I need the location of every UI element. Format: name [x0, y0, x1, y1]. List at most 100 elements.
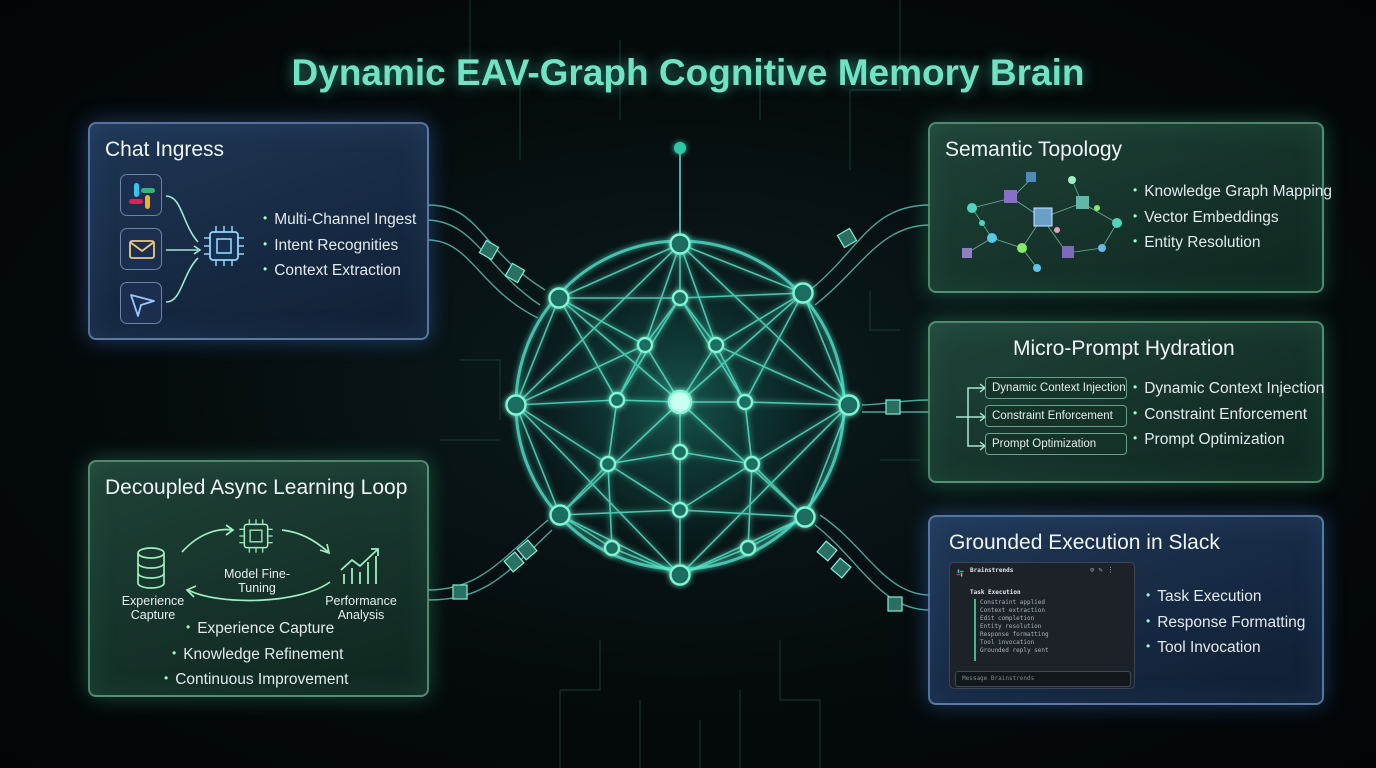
- brain-edge: [744, 292, 804, 403]
- brain-node: [669, 564, 691, 586]
- knowledge-graph-icon: [962, 172, 1122, 272]
- loop-arrows: [181, 524, 331, 602]
- brain-edge: [607, 399, 618, 465]
- brain-node: [669, 233, 691, 255]
- micro-prompt-title: Micro-Prompt Hydration: [1013, 337, 1235, 360]
- brain-edge: [611, 547, 681, 576]
- database-icon: [137, 547, 165, 589]
- brain-edge: [679, 292, 804, 299]
- slack-icon: [956, 569, 964, 577]
- slack-composer[interactable]: Message Brainstrends: [955, 671, 1131, 687]
- bullet: Constraint Enforcement: [1133, 406, 1324, 432]
- bullet: Entity Resolution: [1133, 234, 1332, 260]
- brain-edge: [679, 243, 850, 406]
- brain-edge: [744, 401, 850, 406]
- brain-edge: [644, 243, 681, 346]
- bullet: Multi-Channel Ingest: [263, 211, 416, 237]
- brain-node: [743, 455, 761, 473]
- analysis-label: Performance Analysis: [325, 594, 397, 622]
- brain-node: [671, 443, 689, 461]
- optimization-chip: Prompt Optimization: [985, 433, 1127, 455]
- brain-edge: [679, 404, 850, 576]
- diagram-title: Dynamic EAV-Graph Cognitive Memory Brain: [291, 52, 1085, 93]
- bullet: Response Formatting: [1146, 614, 1305, 640]
- brain-edge: [644, 297, 681, 346]
- brain-node: [838, 394, 860, 416]
- brain-edge: [607, 463, 681, 511]
- brain-edge: [515, 399, 618, 406]
- chat-ingress-bullets: Multi-Channel Ingest Intent Recognities …: [263, 211, 416, 288]
- semantic-topology-bullets: Knowledge Graph Mapping Vector Embedding…: [1133, 183, 1332, 260]
- slack-line: Edit completion: [980, 615, 1035, 622]
- brain-node: [736, 393, 754, 411]
- constraint-chip: Constraint Enforcement: [985, 405, 1127, 427]
- model-label: Model Fine-Tuning: [224, 567, 290, 595]
- bullet: Context Extraction: [263, 262, 416, 288]
- slack-header-icons: ⊙ ✎ ⋮: [1090, 566, 1114, 574]
- brain-edge: [747, 516, 806, 549]
- brain-edge: [744, 401, 753, 465]
- slack-line: Context extraction: [980, 607, 1046, 614]
- bullet: Task Execution: [1146, 588, 1305, 614]
- bullet: Knowledge Graph Mapping: [1133, 183, 1332, 209]
- brain-node: [603, 539, 621, 557]
- brain-node: [549, 504, 571, 526]
- micro-prompt-panel: Micro-Prompt Hydration Dynamic Context I…: [928, 321, 1324, 483]
- learning-loop-bullets: Experience Capture Knowledge Refinement …: [172, 620, 348, 697]
- mail-icon: [120, 228, 162, 270]
- brain-edge: [715, 344, 746, 403]
- brain-edge: [515, 344, 646, 406]
- brain-edge: [679, 292, 804, 403]
- brain-edge: [804, 404, 850, 518]
- bullet: Prompt Optimization: [1133, 431, 1324, 457]
- brain-node: [671, 501, 689, 519]
- slack-icon: [120, 174, 162, 216]
- bullet: Intent Recognities: [263, 237, 416, 263]
- chart-growth-icon: [340, 548, 379, 584]
- slack-message-title: Task Execution: [970, 589, 1021, 596]
- chip-icon: [204, 226, 244, 266]
- slack-line: Constraint applied: [980, 599, 1046, 606]
- brain-edge: [515, 404, 561, 516]
- brain-edge: [515, 243, 681, 406]
- brain-edge: [679, 463, 753, 511]
- brain-edge: [679, 243, 804, 294]
- brain-edge: [802, 292, 850, 406]
- grounded-execution-title: Grounded Execution in Slack: [949, 531, 1220, 554]
- brain-edge: [559, 514, 681, 576]
- slack-app-name: Brainstrends: [970, 567, 1014, 574]
- brain-edge: [679, 401, 806, 518]
- brain-edge: [515, 297, 560, 406]
- brain-node: [667, 389, 693, 415]
- brain-edge: [559, 401, 681, 516]
- brain-node: [707, 336, 725, 354]
- micro-prompt-bullets: Dynamic Context Injection Constraint Enf…: [1133, 380, 1324, 457]
- bullet: Experience Capture: [172, 620, 348, 646]
- brain-edge: [679, 451, 753, 465]
- brain-node: [599, 455, 617, 473]
- brain-node: [739, 539, 757, 557]
- brain-edge: [679, 243, 717, 346]
- brain-edge: [679, 297, 717, 346]
- brain-edge: [679, 547, 749, 576]
- bracket-arrows-icon: [956, 383, 987, 451]
- semantic-topology-panel: Semantic Topology: [928, 122, 1332, 293]
- bullet: Knowledge Refinement: [172, 646, 348, 672]
- brain-node: [792, 282, 814, 304]
- bullet: Tool Invocation: [1146, 639, 1305, 665]
- bullet: Continuous Improvement: [164, 671, 348, 697]
- bullet: Dynamic Context Injection: [1133, 380, 1324, 406]
- bullet: Vector Embeddings: [1133, 209, 1332, 235]
- brain-node: [505, 394, 527, 416]
- brain-edge: [751, 404, 850, 465]
- chat-ingress-title: Chat Ingress: [105, 138, 225, 161]
- brain-node: [608, 391, 626, 409]
- brain-edge: [515, 404, 609, 465]
- brain-edge: [679, 509, 806, 518]
- slack-line: Grounded reply sent: [980, 647, 1049, 654]
- model-chip-icon: [239, 519, 273, 553]
- slack-line: Response formatting: [980, 631, 1049, 638]
- brain-edge: [515, 404, 681, 576]
- brain-edge: [558, 297, 681, 403]
